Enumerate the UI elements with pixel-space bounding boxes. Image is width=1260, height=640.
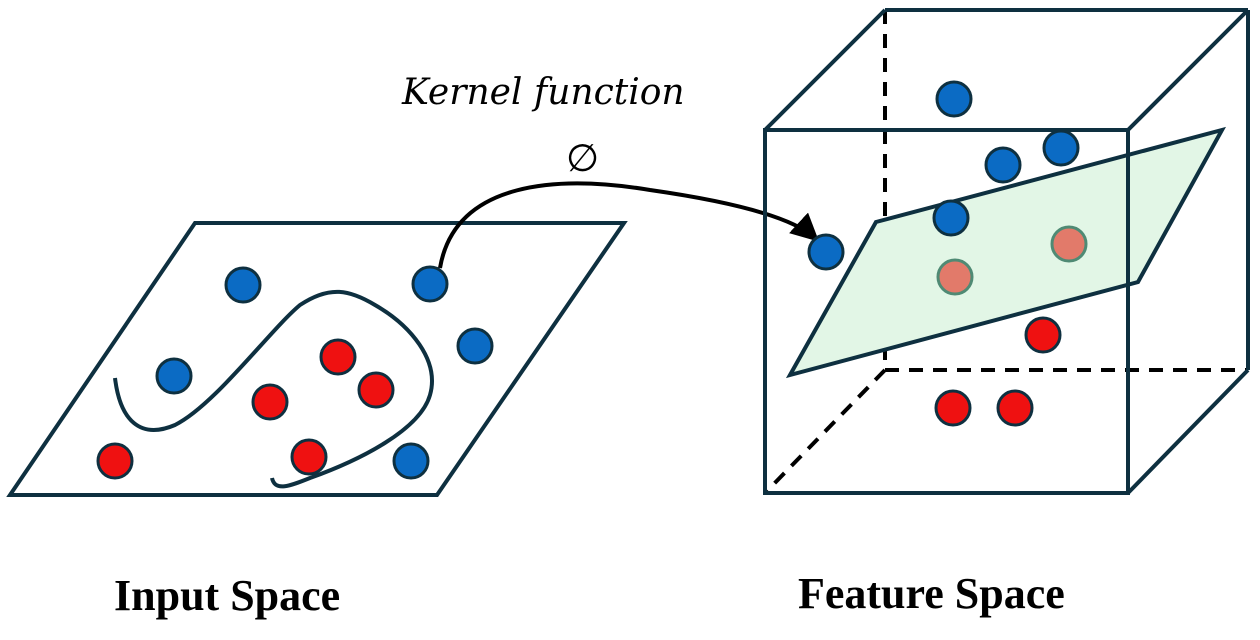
cube-edge [763,8,887,132]
feature-space-caption: Feature Space [798,569,1065,618]
input-point-red [251,383,289,421]
feature-point-projected [1050,225,1088,263]
feature-point-red [934,389,972,427]
cube-front-face [763,128,1130,495]
input-point-blue [411,265,449,303]
input-point-blue [456,327,494,365]
cube-hidden-edge [763,368,887,495]
input-points [96,265,494,480]
feature-point-red [1024,316,1062,354]
feature-point-blue [932,199,970,237]
feature-space-cube [763,8,1250,495]
feature-point-red [996,389,1034,427]
kernel-word: Kernel [402,72,523,113]
input-point-red [96,442,134,480]
kernel-mapping-arrow [438,181,820,269]
feature-points [807,80,1088,427]
feature-point-blue [1042,129,1080,167]
separating-hyperplane [785,126,1227,379]
kernel-function-label: Kernel function [402,72,685,113]
feature-point-projected [936,258,974,296]
feature-point-blue [935,80,973,118]
cube-edge [1126,368,1250,495]
cube-edge [1126,8,1250,132]
input-space-caption: Input Space [114,571,341,620]
input-point-red [357,371,395,409]
input-point-red [319,338,357,376]
function-word: function [533,72,685,113]
input-point-blue [392,442,430,480]
feature-point-blue [984,146,1022,184]
feature-point-blue [807,233,845,271]
kernel-symbol: ∅ [566,136,600,180]
input-point-red [290,438,328,476]
input-point-blue [155,357,193,395]
decision-boundary-curve [113,289,434,489]
input-point-blue [224,266,262,304]
